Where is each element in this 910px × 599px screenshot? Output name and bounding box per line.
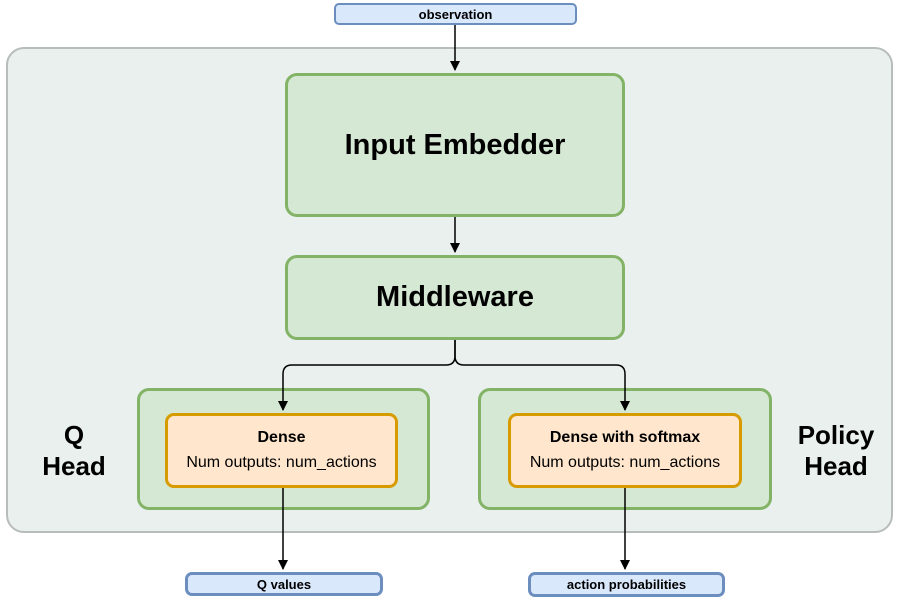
- q-dense-title: Dense: [257, 429, 306, 446]
- q-head-label-line2: Head: [42, 451, 106, 481]
- policy-head-label: Policy Head: [781, 420, 891, 482]
- q-dense-subtitle: Num outputs: num_actions: [186, 454, 377, 471]
- q-head-label: Q Head: [19, 420, 129, 482]
- q-values-node: Q values: [185, 572, 383, 596]
- input-embedder-node: Input Embedder: [285, 73, 625, 217]
- policy-head-dense-node: Dense with softmax Num outputs: num_acti…: [508, 413, 742, 488]
- policy-dense-title: Dense with softmax: [549, 429, 701, 446]
- policy-dense-subtitle: Num outputs: num_actions: [529, 454, 721, 471]
- policy-head-label-line2: Head: [804, 451, 868, 481]
- observation-node: observation: [334, 3, 577, 25]
- middleware-node: Middleware: [285, 255, 625, 340]
- q-head-label-line1: Q: [63, 420, 85, 450]
- q-head-dense-node: Dense Num outputs: num_actions: [165, 413, 398, 488]
- action-probabilities-node: action probabilities: [528, 572, 725, 597]
- policy-head-label-line1: Policy: [797, 420, 875, 450]
